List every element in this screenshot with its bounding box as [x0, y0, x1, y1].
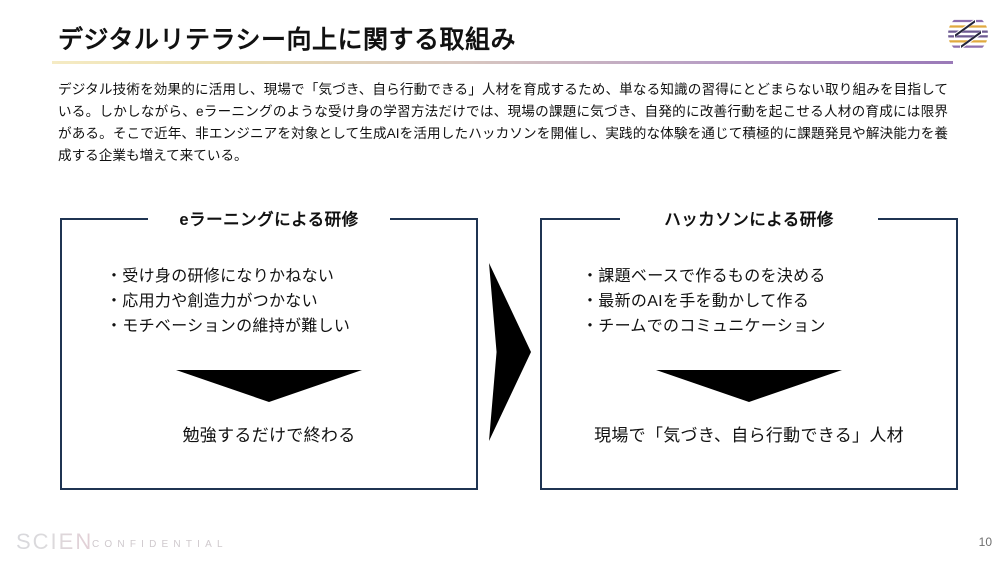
list-item: ・最新のAIを手を動かして作る [582, 293, 810, 310]
footer-brand-logotype: SCIEN [16, 529, 94, 554]
intro-paragraph-text: デジタル技術を効果的に活用し、現場で「気づき、自ら行動できる」人材を育成するため… [58, 82, 948, 163]
panel-border [60, 218, 478, 490]
panel-title-hackathon: ハッカソンによる研修 [664, 211, 834, 229]
list-item: ・受け身の研修になりかねない [106, 268, 335, 285]
intro-paragraph: デジタル技術を効果的に活用し、現場で「気づき、自ら行動できる」人材を育成するため… [58, 79, 948, 167]
panel-edge-left [60, 218, 62, 490]
panel-elearning: eラーニングによる研修 ・受け身の研修になりかねない ・応用力や創造力がつかない… [60, 211, 478, 490]
panel-hackathon: ハッカソンによる研修 ・課題ベースで作るものを決める ・最新のAIを手を動かして… [540, 211, 958, 490]
title-underline-rule [52, 61, 953, 64]
panel-title-elearning: eラーニングによる研修 [179, 211, 359, 229]
footer-confidential-label: CONFIDENTIAL [92, 539, 228, 550]
list-item: ・チームでのコミュニケーション [582, 318, 826, 335]
panel-edge-top-left [540, 218, 620, 220]
right-arrow-icon [489, 263, 531, 441]
panel-edge-bottom [540, 488, 958, 490]
panel-edge-top-left [60, 218, 148, 220]
panel-bullet-list-elearning: ・受け身の研修になりかねない ・応用力や創造力がつかない ・モチベーションの維持… [60, 264, 478, 339]
panel-edge-right [956, 218, 958, 490]
panel-edge-bottom [60, 488, 478, 490]
list-item: ・応用力や創造力がつかない [106, 293, 318, 310]
panel-edge-right [476, 218, 478, 490]
panel-edge-left [540, 218, 542, 490]
panel-edge-top-right [878, 218, 958, 220]
list-item: ・モチベーションの維持が難しい [106, 318, 351, 335]
panel-conclusion-elearning: 勉強するだけで終わる [182, 426, 356, 445]
panel-bullet-list-hackathon: ・課題ベースで作るものを決める ・最新のAIを手を動かして作る ・チームでのコミ… [540, 264, 958, 339]
page-number: 10 [978, 535, 992, 549]
panel-conclusion-hackathon: 現場で「気づき、自ら行動できる」人材 [594, 426, 904, 445]
list-item: ・課題ベースで作るものを決める [582, 268, 826, 285]
scien-circular-s-logo-icon [942, 8, 994, 60]
page-title: デジタルリテラシー向上に関する取組み [58, 26, 517, 54]
panel-edge-top-right [390, 218, 478, 220]
panel-border [540, 218, 958, 490]
